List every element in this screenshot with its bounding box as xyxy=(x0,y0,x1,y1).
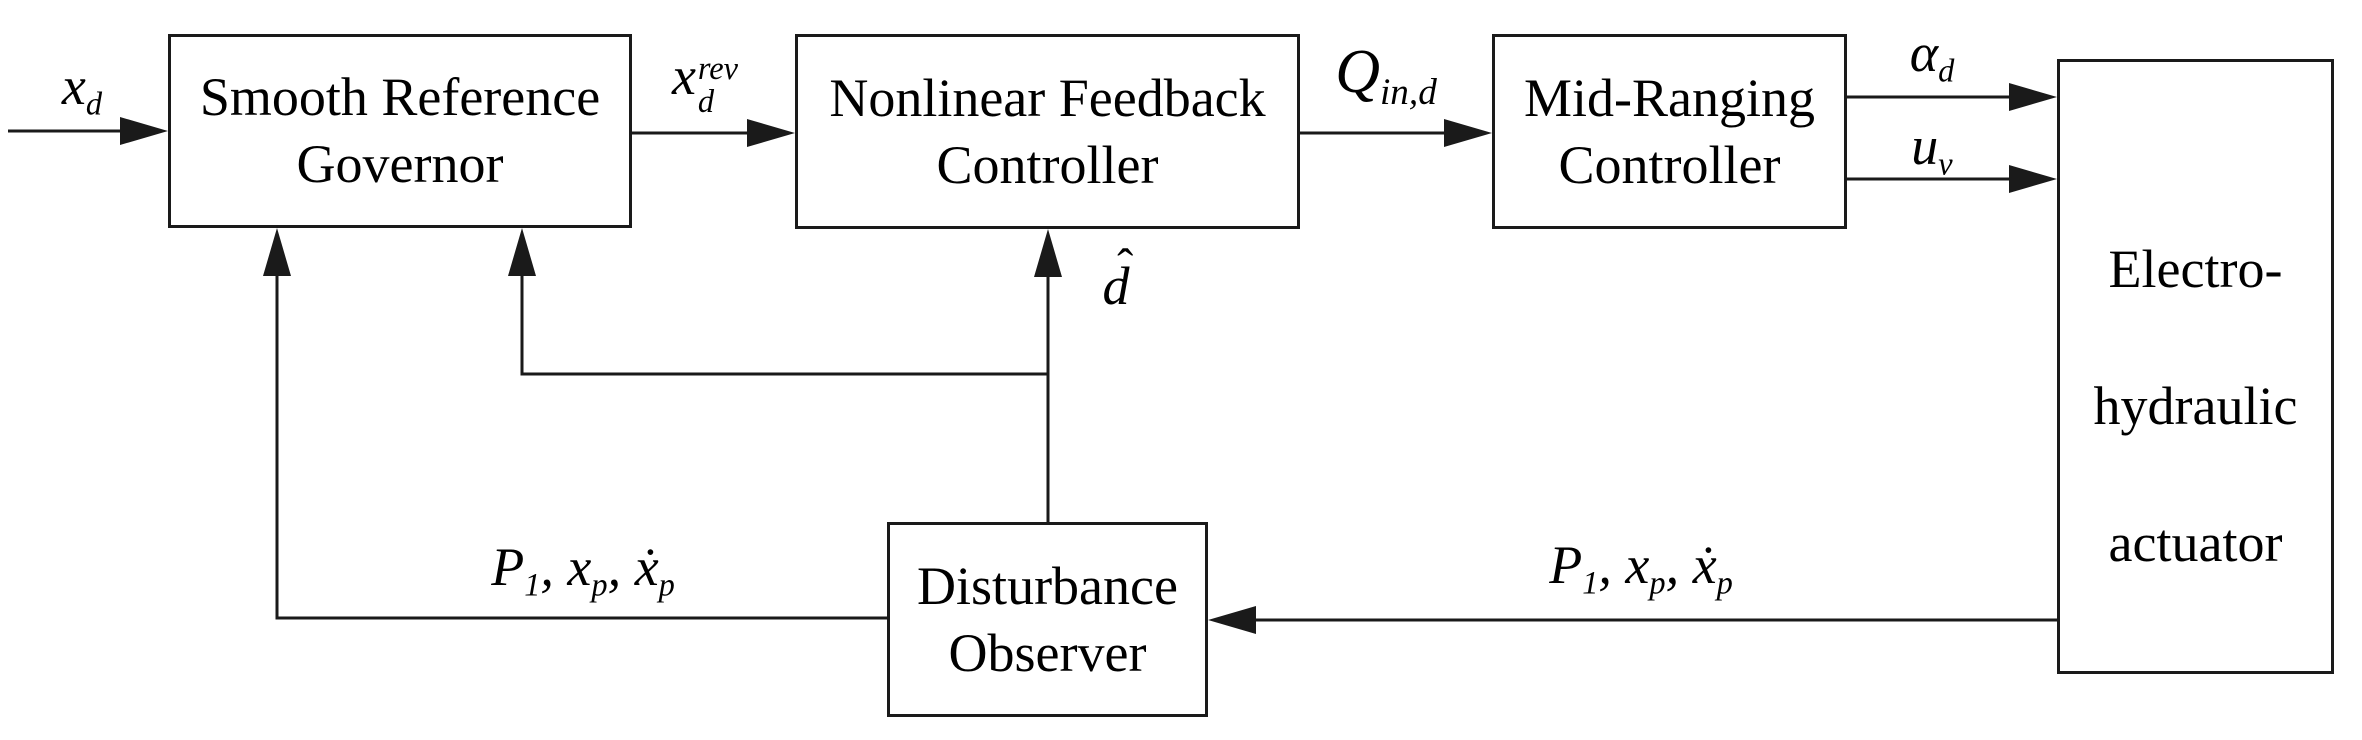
block-nonlinear-feedback-controller: Nonlinear Feedback Controller xyxy=(795,34,1300,229)
block-label-line: Electro- xyxy=(2108,239,2283,299)
block-label-line: Controller xyxy=(936,134,1159,195)
wire-observer-to-srg xyxy=(275,258,887,620)
block-label-line: Disturbance xyxy=(917,555,1178,616)
arrowhead-mrc-to-eha-uv xyxy=(2009,165,2057,193)
signal-label-qind: Qin,d xyxy=(1335,37,1437,113)
arrowhead-xd-input xyxy=(120,117,168,145)
wire-dhat-branch-to-srg xyxy=(520,258,1048,376)
arrowhead-dhat-to-srg xyxy=(508,228,536,276)
arrowhead-dhat-to-nfc xyxy=(1034,229,1062,277)
block-label-line: actuator xyxy=(2108,512,2283,573)
block-label-line: Smooth Reference xyxy=(199,67,601,128)
block-label-line: Mid-Ranging xyxy=(1524,67,1815,128)
block-label-line: hydraulic xyxy=(2093,375,2298,436)
arrowhead-nfc-to-mrc xyxy=(1444,119,1492,147)
block-label-line: Controller xyxy=(1558,134,1781,195)
block-electro-hydraulic-actuator: Electro- hydraulic actuator xyxy=(2057,59,2334,674)
signal-label-feedback-right: P1, xp, ẋp xyxy=(1549,535,1733,602)
block-label-line: Observer xyxy=(948,622,1147,683)
block-label-line: Governor xyxy=(296,134,504,194)
block-mid-ranging-controller: Mid-Ranging Controller xyxy=(1492,34,1847,229)
arrowhead-eha-to-observer xyxy=(1208,606,1256,634)
signal-label-xd: xd xyxy=(61,56,103,123)
arrowhead-srg-to-nfc xyxy=(747,119,795,147)
signal-label-feedback-left: P1, xp, ẋp xyxy=(491,537,675,604)
signal-label-alpha-d: αd xyxy=(1909,23,1955,90)
block-disturbance-observer: Disturbance Observer xyxy=(887,522,1208,717)
signal-label-uv: uv xyxy=(1911,116,1953,183)
block-label-line: Nonlinear Feedback xyxy=(829,67,1266,128)
block-smooth-reference-governor: Smooth Reference Governor xyxy=(168,34,632,228)
arrowhead-mrc-to-eha-alpha xyxy=(2009,83,2057,111)
arrowhead-observer-to-srg xyxy=(263,228,291,276)
